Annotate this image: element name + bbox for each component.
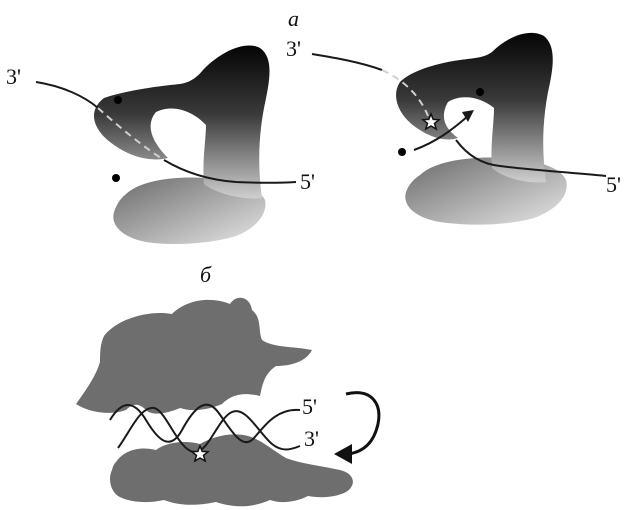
- left-3prime-label: 3': [6, 64, 21, 89]
- panel-a-right-diagram: 3' 5': [286, 33, 621, 225]
- helix-strand-1: [110, 405, 300, 443]
- panel-b-5prime-label: 5': [302, 394, 317, 419]
- upper-complex: [76, 298, 312, 414]
- dot-right-1: [476, 88, 484, 96]
- dot-left-1: [114, 96, 122, 104]
- panel-b-diagram: 5' 3': [76, 298, 379, 507]
- dot-right-2: [398, 148, 406, 156]
- mrna-strand-right-in: [312, 54, 382, 70]
- panel-a-left-diagram: 3' 5': [6, 45, 315, 244]
- dot-left-2: [112, 174, 120, 182]
- large-subunit-left: [94, 45, 270, 198]
- left-5prime-label: 5': [300, 169, 315, 194]
- right-5prime-label: 5': [606, 172, 621, 197]
- panel-a-label: а: [288, 6, 299, 31]
- right-3prime-label: 3': [286, 36, 301, 61]
- panel-b-3prime-label: 3': [304, 426, 319, 451]
- panel-b-label: б: [200, 262, 212, 287]
- mrna-strand-left: [36, 82, 98, 108]
- curved-arrow-head-icon: [334, 444, 352, 464]
